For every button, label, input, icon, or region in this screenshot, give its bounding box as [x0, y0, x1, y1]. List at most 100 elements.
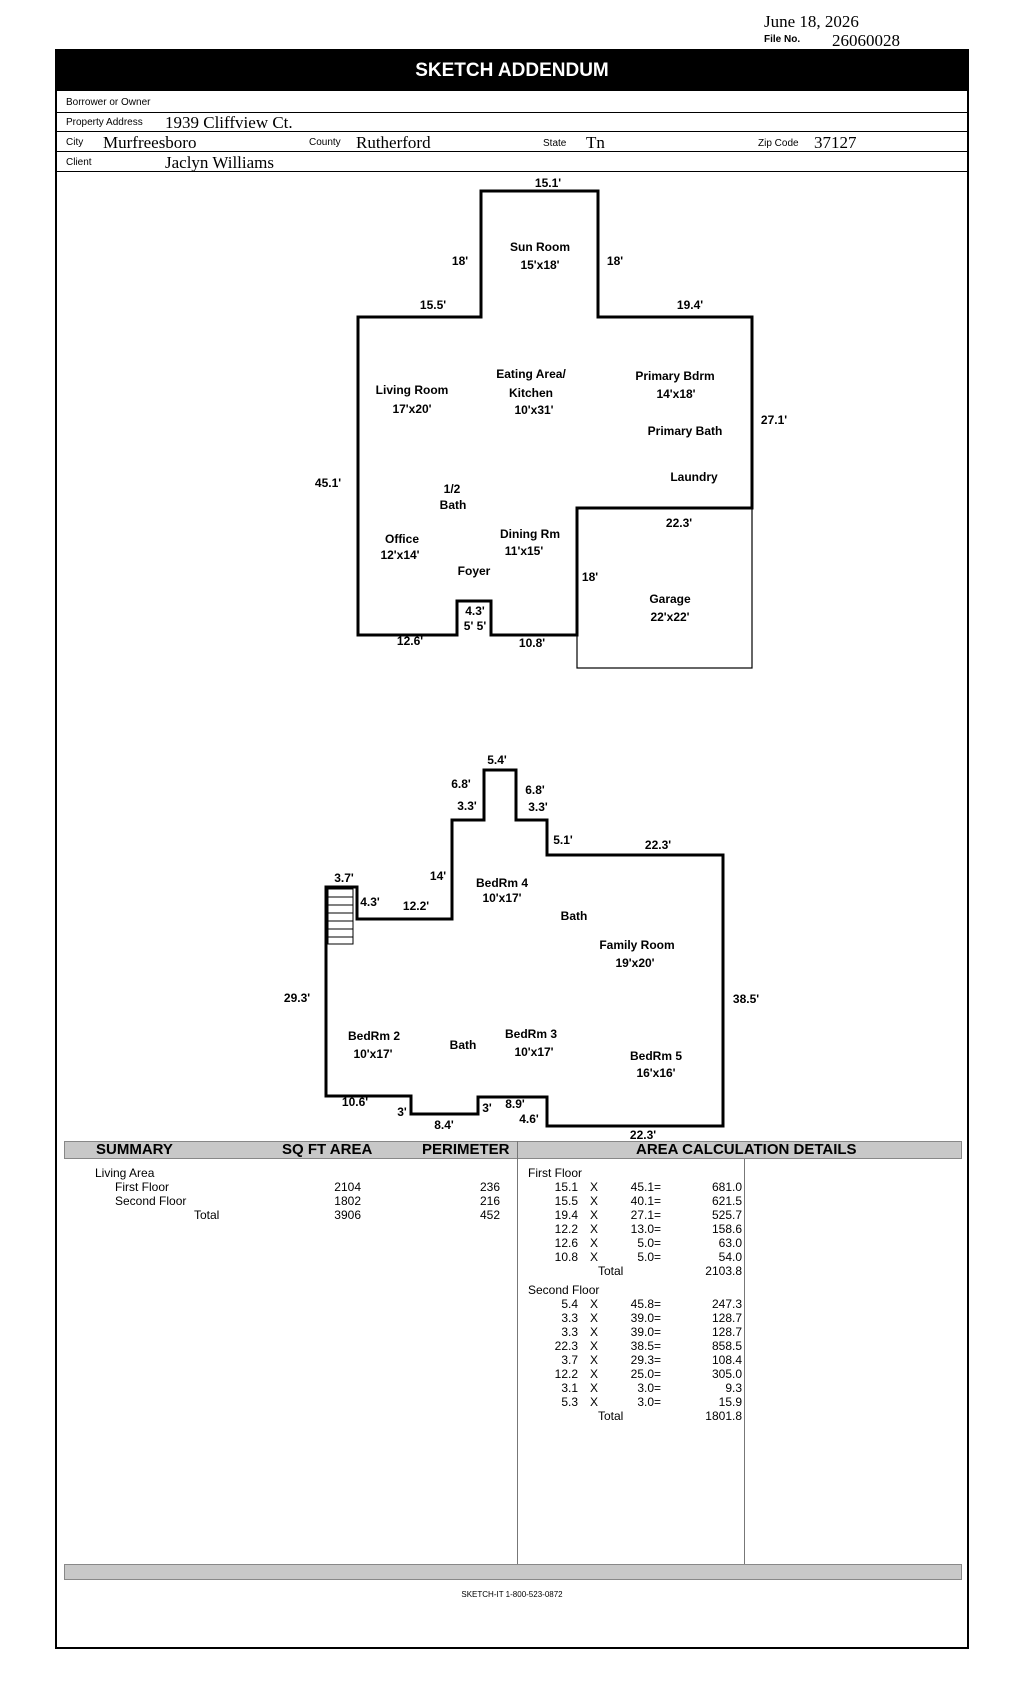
- calc-result: 9.3: [725, 1381, 742, 1395]
- dim-label: 10.8': [519, 636, 545, 650]
- dim-label: 6.8': [525, 783, 545, 797]
- calc-result: 54.0: [718, 1250, 742, 1264]
- calc-eq: =: [654, 1208, 662, 1222]
- dim-label: 14': [430, 869, 446, 883]
- room-size: 11'x15': [505, 544, 544, 558]
- perimeter-heading: PERIMETER: [422, 1141, 510, 1158]
- dim-label: 22.3': [645, 838, 671, 852]
- table-row-label: First Floor: [115, 1180, 169, 1194]
- room-label: Laundry: [670, 470, 718, 484]
- room-label: Foyer: [458, 564, 491, 578]
- dim-label: 5.4': [487, 753, 507, 767]
- room-label: Eating Area/: [496, 367, 566, 381]
- county-value: Rutherford: [356, 133, 431, 152]
- dim-label: 3.7': [334, 871, 354, 885]
- room-label: BedRm 3: [505, 1027, 557, 1041]
- calc-result: 621.5: [711, 1194, 742, 1208]
- table-cell-perimeter: 216: [479, 1194, 500, 1208]
- room-size: 15'x18': [520, 258, 559, 272]
- dim-label: 22.3': [630, 1128, 656, 1142]
- dim-label: 15.1': [535, 176, 561, 190]
- room-label: Sun Room: [510, 240, 570, 254]
- dim-label: 45.1': [315, 476, 341, 490]
- room-size: 16'x16': [636, 1066, 675, 1080]
- dim-label: 3': [482, 1101, 492, 1115]
- room-size: 10'x31': [514, 403, 553, 417]
- dim-label: 15.5': [420, 298, 446, 312]
- room-label: BedRm 4: [476, 876, 528, 890]
- calc-eq: =: [654, 1325, 662, 1339]
- calc-x: X: [590, 1311, 599, 1325]
- calc-b: 5.0: [637, 1236, 654, 1250]
- room-label: Bath: [561, 909, 588, 923]
- room-size: 19'x20': [615, 956, 654, 970]
- room-label: BedRm 2: [348, 1029, 400, 1043]
- calc-x: X: [590, 1194, 599, 1208]
- calc-eq: =: [654, 1311, 662, 1325]
- calc-b: 38.5: [630, 1339, 654, 1353]
- calc-result: 525.7: [711, 1208, 742, 1222]
- dim-label: 4.6': [519, 1112, 539, 1126]
- calc-a: 15.1: [554, 1180, 578, 1194]
- dim-label: 38.5': [733, 992, 759, 1006]
- page-title: SKETCH ADDENDUM: [57, 51, 967, 91]
- room-label: Primary Bath: [648, 424, 723, 438]
- address-label: Property Address: [66, 117, 143, 128]
- page-frame: [55, 49, 969, 1649]
- calc-result: 858.5: [711, 1339, 742, 1353]
- county-label: County: [309, 137, 341, 148]
- calc-result: 128.7: [711, 1325, 742, 1339]
- sqft-heading: SQ FT AREA: [282, 1141, 373, 1158]
- dim-label: 12.6': [397, 634, 423, 648]
- room-label: Dining Rm: [500, 527, 560, 541]
- table-cell-perimeter: 236: [479, 1180, 500, 1194]
- room-label: Living Room: [376, 383, 449, 397]
- table-row-label: Second Floor: [115, 1194, 187, 1208]
- room-size: 22'x22': [650, 610, 689, 624]
- dim-label: 5' 5': [464, 619, 487, 633]
- divider: [57, 112, 967, 113]
- calc-a: 19.4: [554, 1208, 578, 1222]
- first-floor-calc-title: First Floor: [528, 1166, 582, 1180]
- second-floor-outline: [324, 768, 725, 1128]
- dim-label: 19.4': [677, 298, 703, 312]
- calc-eq: =: [654, 1367, 662, 1381]
- calc-eq: =: [654, 1297, 662, 1311]
- room-size: 10'x17': [514, 1045, 553, 1059]
- divider: [57, 171, 967, 172]
- room-label: Office: [385, 532, 419, 546]
- dim-label: 4.3': [360, 895, 380, 909]
- dim-label: 5.1': [553, 833, 573, 847]
- calc-a: 3.7: [561, 1353, 578, 1367]
- calc-a: 15.5: [554, 1194, 578, 1208]
- state-value: Tn: [586, 133, 605, 152]
- calc-a: 12.2: [554, 1222, 578, 1236]
- calc-a: 12.2: [554, 1367, 578, 1381]
- calc-x: X: [590, 1325, 599, 1339]
- room-label: Bath: [450, 1038, 477, 1052]
- first-floor-outline: [356, 189, 754, 637]
- table-cell-sqft: 1802: [334, 1194, 361, 1208]
- dim-label: 18': [607, 254, 623, 268]
- report-date: June 18, 2026: [764, 12, 859, 31]
- calc-result: 63.0: [718, 1236, 742, 1250]
- divider: [744, 1159, 745, 1564]
- dim-label: 3.3': [528, 800, 548, 814]
- footer-text: SKETCH-IT 1-800-523-0872: [461, 1590, 563, 1599]
- second-floor-calc-title: Second Floor: [528, 1283, 600, 1297]
- room-label: 1/2: [444, 482, 461, 496]
- calc-result: 681.0: [711, 1180, 742, 1194]
- living-area-label: Living Area: [95, 1166, 155, 1180]
- calc-eq: =: [654, 1381, 662, 1395]
- room-size: 14'x18': [656, 387, 695, 401]
- calc-eq: =: [654, 1180, 662, 1194]
- calc-x: X: [590, 1297, 599, 1311]
- room-size: 10'x17': [482, 891, 521, 905]
- table-cell-sqft: 3906: [334, 1208, 361, 1222]
- calc-b: 45.8: [630, 1297, 654, 1311]
- dim-label: 22.3': [666, 516, 692, 530]
- room-label: Kitchen: [509, 386, 553, 400]
- second-total-label: Total: [598, 1409, 624, 1423]
- calc-a: 3.1: [561, 1381, 578, 1395]
